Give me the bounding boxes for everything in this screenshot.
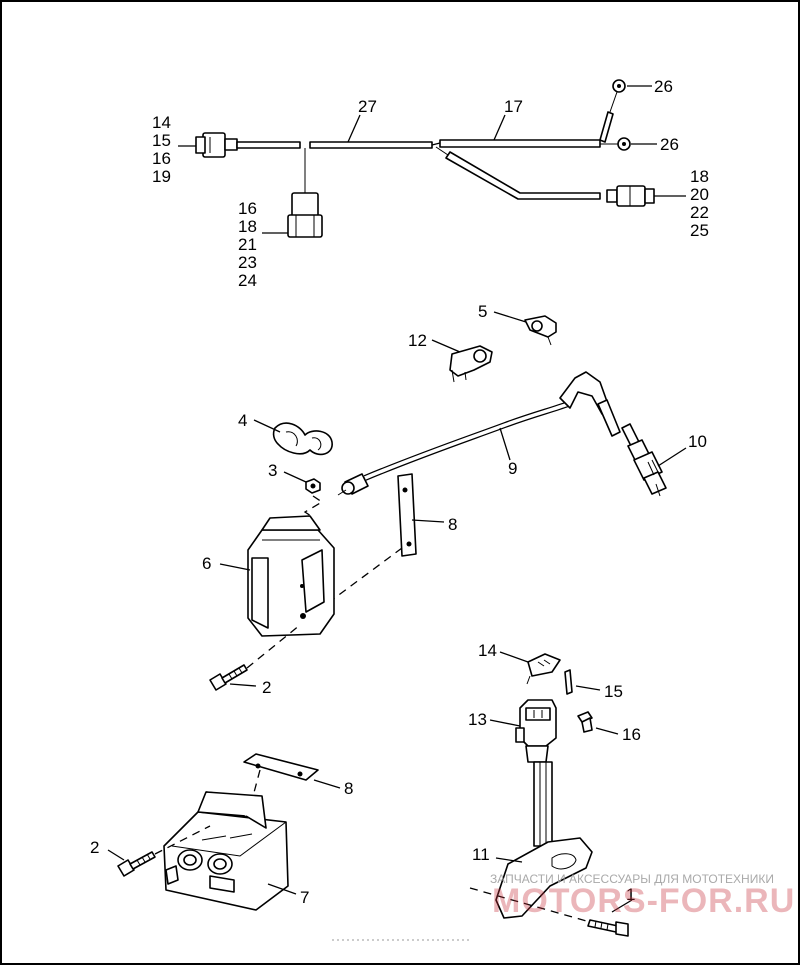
- mounting-bracket-8-upper: [397, 473, 417, 557]
- label-harness-left-1: 14: [152, 113, 171, 132]
- label-harness-27: 27: [358, 97, 377, 116]
- harness-left-connector: [195, 132, 238, 158]
- ignition-coil-7: [163, 791, 289, 911]
- spark-plug-cable-9: [337, 371, 621, 496]
- label-clip-5: 5: [478, 302, 487, 321]
- label-clamp-4: 4: [238, 411, 247, 430]
- watermark-logo: MOTORS-FOR.RU: [492, 882, 796, 920]
- nut-3: [305, 478, 321, 494]
- label-harness-right-1: 18: [690, 167, 709, 186]
- label-connector-13: 13: [468, 710, 487, 729]
- clip-12: [449, 345, 493, 383]
- label-nut-3: 3: [268, 461, 277, 480]
- label-bracket-8-upper: 8: [448, 515, 457, 534]
- clip-5: [524, 315, 557, 346]
- label-harness-lower-5: 24: [238, 271, 257, 290]
- watermark-tagline: ЗАПЧАСТИ И АКСЕССУАРЫ ДЛЯ МОТОТЕХНИКИ: [490, 872, 774, 886]
- bolt-2-lower: [117, 851, 156, 877]
- label-module-11: 11: [472, 845, 490, 864]
- connector-13: [515, 699, 557, 763]
- ignition-coil-6: [247, 515, 335, 637]
- wiring-harness: [178, 79, 686, 238]
- label-screw-16: 16: [622, 725, 641, 744]
- harness-right-connector: [606, 185, 655, 207]
- label-bolt-2-upper: 2: [262, 678, 271, 697]
- label-bracket-8-lower: 8: [344, 779, 353, 798]
- label-pin-15: 15: [604, 682, 623, 701]
- label-harness-lower-3: 21: [238, 235, 257, 254]
- label-harness-lower-2: 18: [238, 217, 257, 236]
- ring-terminal-upper: [599, 79, 626, 143]
- screw-1: [587, 919, 629, 937]
- label-harness-left-3: 16: [152, 149, 171, 168]
- label-ring-terminal-lower: 26: [660, 135, 679, 154]
- mounting-bracket-8-lower: [243, 753, 319, 781]
- label-bolt-2-lower: 2: [90, 838, 99, 857]
- bolt-2-upper: [209, 664, 248, 691]
- label-harness-left-4: 19: [152, 167, 171, 186]
- label-ring-terminal-upper: 26: [654, 77, 673, 96]
- connector-cover-14: [526, 653, 561, 685]
- harness-drop-connector: [287, 148, 323, 238]
- label-harness-right-2: 20: [690, 185, 709, 204]
- label-cable-9: 9: [508, 459, 517, 478]
- ring-terminal-lower: [600, 137, 631, 151]
- sensor-module-11: [495, 761, 593, 919]
- label-coil-7: 7: [300, 888, 309, 907]
- label-harness-right-4: 25: [690, 221, 709, 240]
- label-cover-14: 14: [478, 641, 497, 660]
- cable-clamp-4: [272, 422, 333, 456]
- harness-segment-left: [236, 141, 301, 149]
- harness-branch-lower: [445, 151, 601, 200]
- harness-segment-27: [309, 141, 433, 149]
- label-screw-1: 1: [626, 885, 635, 904]
- spark-plug-10: [621, 423, 667, 497]
- label-harness-lower-4: 23: [238, 253, 257, 272]
- label-harness-17: 17: [504, 97, 523, 116]
- label-harness-left-2: 15: [152, 131, 171, 150]
- screw-16: [577, 711, 593, 733]
- label-spark-plug-10: 10: [688, 432, 707, 451]
- terminal-pin-15: [564, 669, 573, 695]
- label-coil-6: 6: [202, 554, 211, 573]
- label-harness-lower-1: 16: [238, 199, 257, 218]
- harness-segment-17: [439, 139, 601, 148]
- label-harness-right-3: 22: [690, 203, 709, 222]
- label-clip-12: 12: [408, 331, 427, 350]
